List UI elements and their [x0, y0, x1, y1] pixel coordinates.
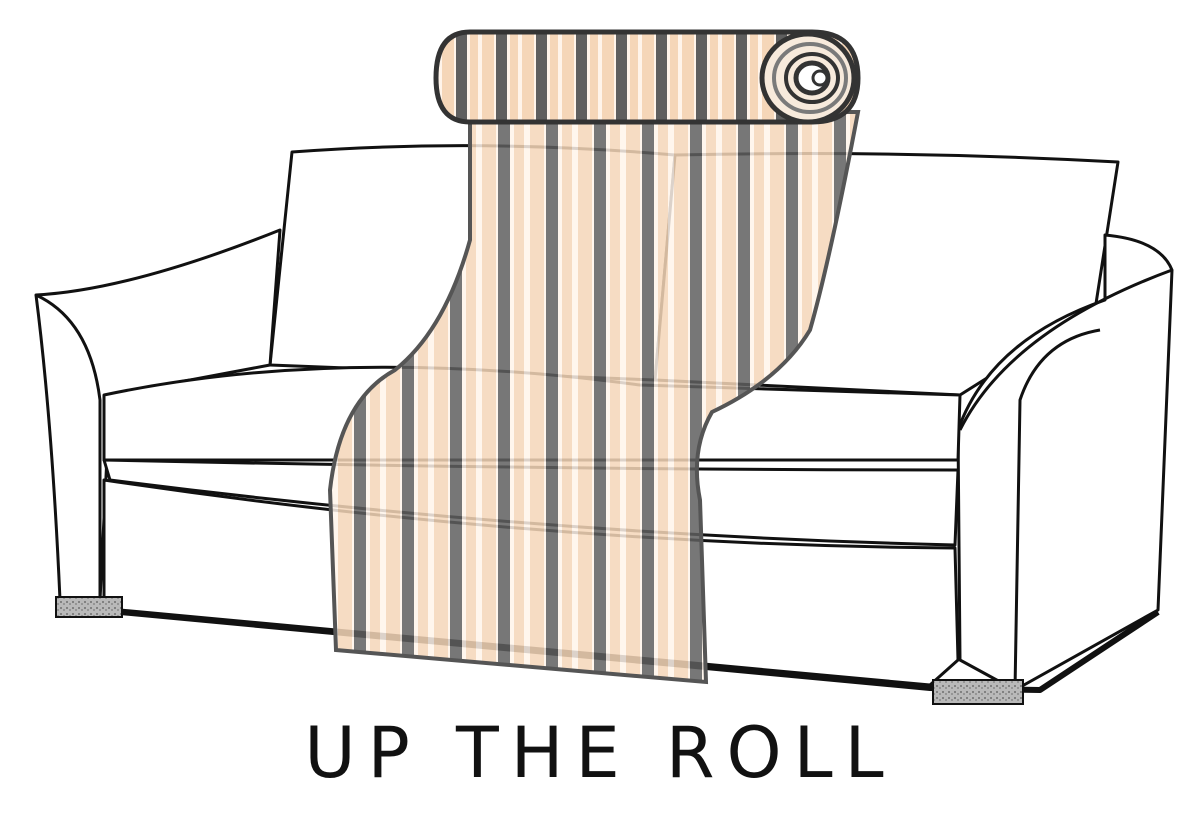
- foot-right: [932, 679, 1024, 705]
- sofa-feet: [55, 596, 1024, 705]
- roll-end-icon: [759, 31, 857, 125]
- caption-title: UP THE ROLL: [304, 712, 896, 794]
- foot-left: [55, 596, 123, 618]
- draped-fabric: [327, 110, 861, 685]
- fabric-drape: [327, 110, 861, 685]
- fabric-roll-icon: [433, 29, 861, 125]
